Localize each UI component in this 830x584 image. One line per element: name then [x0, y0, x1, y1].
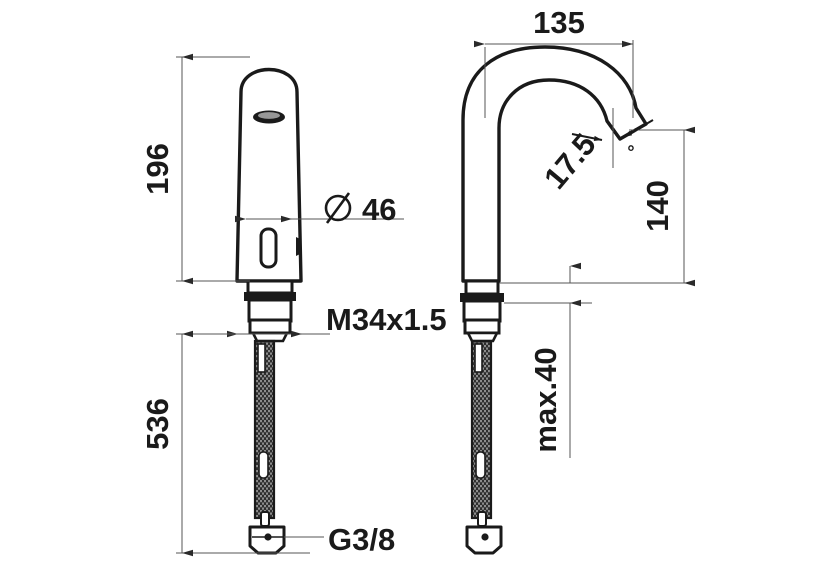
dimension-label-135: 135: [533, 5, 585, 40]
gooseneck-spout-outline: [461, 45, 648, 283]
hose-lower-sleeve: [258, 451, 269, 479]
dimension-thickness-max40: max.40: [499, 262, 592, 458]
diameter-symbol-circle: [324, 194, 352, 222]
dimension-thread-m34: M34x1.5: [227, 302, 447, 338]
shank-washer: [244, 292, 296, 301]
dimension-label-max40: max.40: [528, 347, 563, 452]
sensor-window: [259, 227, 278, 269]
side-shank-collar-upper: [464, 279, 500, 296]
dimension-label-196: 196: [140, 143, 175, 195]
dimension-label-46: 46: [362, 192, 396, 227]
diameter-symbol: [324, 192, 352, 224]
side-shank-base-taper: [465, 331, 500, 343]
dimension-reach-135: 135: [474, 5, 634, 118]
shank-thread-body: [247, 298, 293, 323]
outlet-opening-highlight: [258, 112, 280, 119]
dimension-label-536: 536: [140, 398, 175, 450]
front-body-outline: [235, 67, 303, 283]
degree-symbol-17-5: °: [627, 142, 634, 162]
dimension-height-196: 196: [140, 53, 250, 285]
dimension-label-140: 140: [640, 180, 675, 232]
side-hose-end-collar: [477, 511, 487, 527]
diameter-symbol-slash: [325, 192, 351, 224]
side-hose-upper-ferrule: [474, 343, 483, 373]
hose-upper-ferrule: [257, 343, 266, 373]
side-shank-nut: [463, 318, 501, 335]
shank-collar-upper: [246, 279, 294, 295]
front-view-group: [235, 67, 303, 555]
angle-arrow-right: [623, 119, 654, 138]
side-shank-washer: [460, 293, 504, 302]
dimension-hose-536: 536: [140, 330, 310, 557]
side-view-group: [460, 45, 648, 555]
side-button: [296, 237, 300, 256]
angle-arrow-left: [571, 133, 603, 141]
side-hose-lower-sleeve: [475, 451, 486, 479]
hose-end-collar: [260, 511, 270, 527]
side-fitting-bore: [481, 533, 489, 541]
shank-nut: [248, 318, 292, 335]
dimension-label-m34: M34x1.5: [326, 302, 447, 337]
dimension-label-g38: G3/8: [328, 522, 395, 557]
dimension-diameter-46: 46: [235, 192, 404, 227]
dimension-connection-g38: G3/8: [284, 522, 395, 557]
side-shank-thread-body: [462, 299, 502, 323]
dimension-height-140: 140: [558, 126, 695, 287]
